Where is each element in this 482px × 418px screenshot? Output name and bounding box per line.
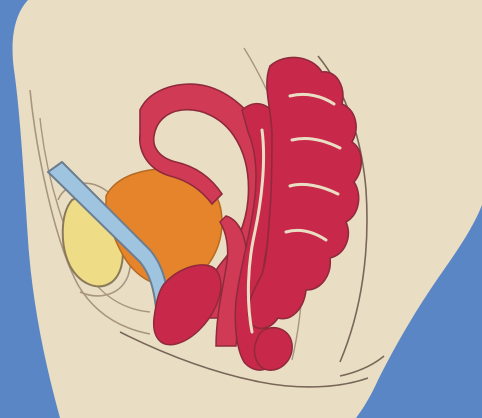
anatomy-diagram	[0, 0, 482, 418]
pelvic-sagittal-section	[0, 0, 482, 418]
